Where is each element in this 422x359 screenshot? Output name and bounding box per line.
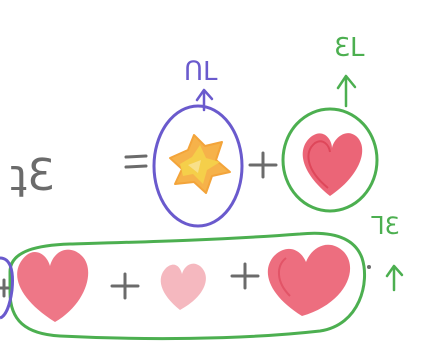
up-arrow-icon	[385, 264, 404, 292]
green-top-label: ƐL	[334, 33, 365, 63]
heart-icon	[160, 263, 206, 310]
plus-sign-2: +	[110, 272, 140, 300]
green-bottom-group: + +	[0, 231, 367, 341]
plus-sign-4: +	[0, 0, 10, 298]
purple-group: ᑎL	[152, 57, 244, 228]
green-circle	[281, 107, 379, 213]
green-top-group: ƐL	[281, 33, 379, 213]
heart-icon	[302, 133, 363, 196]
heart-icon	[17, 249, 89, 322]
green-bottom-label-group: ᒣƐ	[367, 212, 404, 292]
plus-sign-1: +	[248, 151, 278, 179]
purple-oval	[152, 104, 244, 228]
heart-icon	[267, 244, 351, 316]
up-arrow-icon	[336, 74, 357, 108]
equals-sign: =	[124, 154, 148, 169]
purple-group-label: ᑎL	[184, 57, 218, 87]
green-bottom-label: ᒣƐ	[370, 212, 399, 240]
purple-edge-fragment	[0, 256, 14, 320]
green-long-outline	[8, 231, 367, 341]
left-number-label: ʇƐ	[10, 150, 54, 201]
star-icon	[169, 134, 231, 194]
plus-sign-3: +	[230, 262, 260, 290]
plus-text-4: +	[0, 0, 1, 1]
stray-dot	[367, 265, 371, 269]
